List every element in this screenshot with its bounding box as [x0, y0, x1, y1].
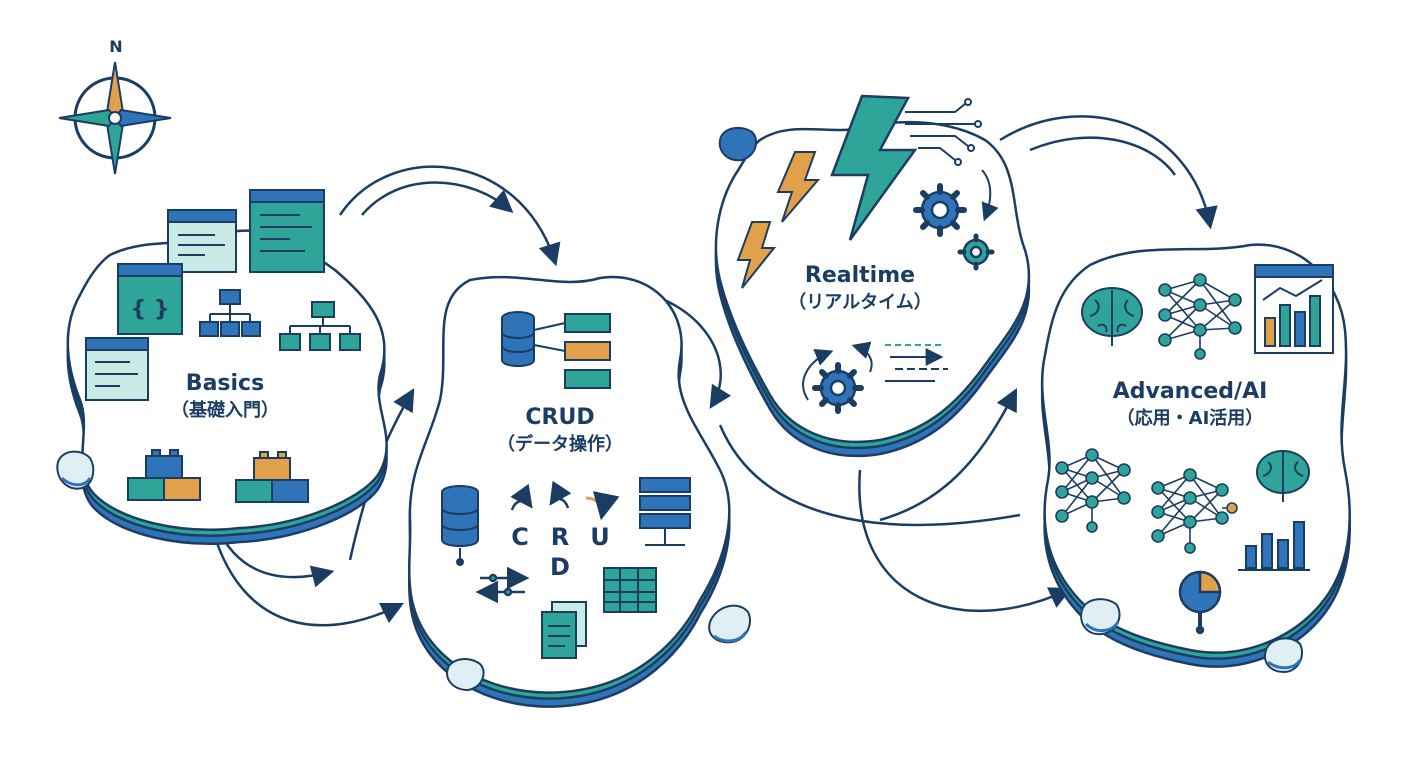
crud-letters: C R U D: [510, 480, 620, 581]
neural-network-icon: [1151, 468, 1238, 554]
hierarchy-icon: [199, 289, 261, 337]
building-blocks-icon: [235, 451, 309, 503]
lightning-bolt-icon: [830, 94, 918, 241]
code-braces-window-icon: { }: [117, 263, 183, 335]
arrow-basics-to-crud-bottom: [208, 519, 405, 627]
refresh-arrow-icon: [851, 341, 873, 373]
hierarchy-icon: [279, 301, 361, 351]
lightning-bolt-icon: [736, 221, 777, 289]
island-realtime: [714, 94, 1031, 458]
compass-rose-icon: N: [58, 37, 172, 175]
stage-title: CRUD: [525, 405, 595, 430]
code-window-icon: [85, 337, 149, 401]
arrow-realtime-to-advanced-top: [999, 115, 1218, 230]
stage-title: Advanced/AI: [1112, 379, 1268, 404]
crud-letter-d: D: [550, 553, 570, 581]
bar-chart-icon: [1238, 521, 1310, 571]
cycle-arrow-icon: [549, 480, 572, 509]
pie-magnifier-icon: [1178, 570, 1222, 635]
table-grid-icon: [603, 567, 657, 613]
circuit-lines-icon: [905, 98, 982, 166]
arrow-basics-to-crud-top: [338, 165, 561, 267]
code-window-icon: [167, 209, 237, 273]
neural-network-icon: [1055, 448, 1131, 533]
island-crud: C R U D: [408, 275, 731, 708]
data-stream-icon: [885, 344, 948, 382]
stage-label-realtime: Realtime （リアルタイム）: [760, 262, 960, 316]
arrow-crud-to-advanced-line: [718, 424, 1021, 527]
data-flow-boxes-icon: [533, 313, 611, 389]
crud-letter-c: C: [511, 523, 529, 551]
document-icon: [541, 601, 587, 659]
stage-subtitle: （データ操作）: [497, 434, 623, 455]
stage-label-basics: Basics （基礎入門）: [140, 370, 310, 424]
arrow-realtime-to-advanced-mid: [879, 388, 1018, 522]
code-window-icon: [249, 189, 325, 273]
refresh-arrow-icon: [981, 169, 999, 222]
island-advanced: [1040, 243, 1351, 668]
neural-network-icon: [1158, 273, 1242, 360]
arrow-basics-to-crud-inner: [361, 181, 514, 216]
stage-subtitle: （基礎入門）: [171, 400, 279, 421]
crud-letter-r: R: [551, 523, 569, 551]
database-icon: [501, 311, 535, 367]
decorative-rocks: [56, 126, 1303, 692]
stage-subtitle: （応用・AI活用）: [1116, 408, 1264, 429]
cycle-arrow-icon: [585, 491, 620, 521]
gear-icon: [957, 233, 995, 271]
gear-icon: [913, 183, 967, 237]
stage-label-crud: CRUD （データ操作）: [460, 404, 660, 458]
island-basics: { }: [66, 189, 388, 545]
database-icon: [441, 485, 479, 566]
arrow-realtime-to-advanced-inner: [1029, 136, 1177, 176]
arrow-realtime-to-advanced-bottom: [858, 469, 1073, 612]
gear-icon: [812, 362, 864, 414]
cycle-arrow-icon: [510, 483, 533, 511]
compass-north-label: N: [109, 37, 122, 56]
code-braces-glyph: { }: [131, 297, 170, 322]
server-rack-icon: [639, 477, 691, 546]
stage-subtitle: （リアルタイム）: [788, 292, 932, 313]
stage-label-advanced: Advanced/AI （応用・AI活用）: [1080, 378, 1300, 432]
stage-title: Basics: [185, 371, 265, 396]
refresh-arrow-icon: [802, 349, 834, 401]
brain-icon: [1081, 287, 1143, 346]
building-blocks-icon: [127, 449, 201, 501]
stage-title: Realtime: [804, 263, 916, 288]
crud-letter-u: U: [590, 523, 610, 551]
sync-arrows-icon: [475, 566, 530, 604]
flow-arrows: [203, 115, 1218, 627]
analytics-window-icon: [1254, 264, 1334, 354]
brain-icon: [1256, 450, 1310, 502]
lightning-bolt-icon: [776, 151, 821, 223]
